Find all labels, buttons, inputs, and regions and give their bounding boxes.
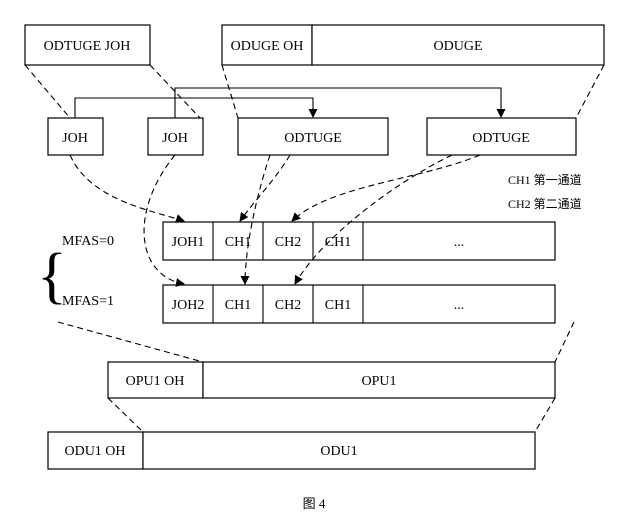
row0-cell: CH2 bbox=[275, 235, 301, 250]
joh-a-to-joh1-arrow bbox=[69, 154, 185, 223]
odtuge-b-to-ch2-row1-arrow bbox=[294, 154, 453, 285]
legend-ch1: CH1 第一通道 bbox=[508, 173, 582, 187]
joh-b-to-joh2-arrow bbox=[143, 154, 185, 287]
frame-row-1 bbox=[162, 284, 556, 324]
odu1-oh-label: ODU1 OH bbox=[64, 444, 125, 459]
joh-b-label: JOH bbox=[162, 131, 188, 146]
mfas0-label: MFAS=0 bbox=[62, 234, 114, 249]
odtuge-b-box bbox=[426, 117, 577, 156]
expand-line bbox=[107, 397, 144, 433]
opu1-box bbox=[202, 361, 556, 399]
row1-cell: JOH2 bbox=[172, 298, 205, 313]
expand-line bbox=[554, 321, 575, 363]
joh-a-to-odtuge-arrow bbox=[74, 97, 318, 118]
oduge-box bbox=[311, 24, 605, 66]
oduge-oh-label: ODUGE OH bbox=[231, 39, 304, 54]
odtuge-joh-box bbox=[24, 24, 151, 66]
figure-caption: 图 4 bbox=[303, 496, 326, 511]
expand-line bbox=[24, 64, 71, 119]
odtuge-b-to-ch2-arrow bbox=[291, 154, 481, 222]
expand-line bbox=[575, 64, 605, 119]
frame-row-0 bbox=[162, 221, 556, 261]
opu1-oh-label: OPU1 OH bbox=[126, 374, 185, 389]
opu1-label: OPU1 bbox=[361, 374, 396, 389]
odtuge-joh-label: ODTUGE JOH bbox=[44, 39, 131, 54]
row0-cell: CH1 bbox=[225, 235, 251, 250]
joh-b-to-odtuge-arrow bbox=[174, 87, 506, 118]
odu1-label: ODU1 bbox=[320, 444, 357, 459]
legend-ch2: CH2 第二通道 bbox=[508, 197, 582, 211]
row1-cell: CH1 bbox=[325, 298, 351, 313]
row0-cell: ... bbox=[454, 235, 465, 250]
oduge-oh-box bbox=[221, 24, 313, 66]
expand-line bbox=[221, 64, 239, 119]
odu1-oh-box bbox=[47, 431, 144, 470]
odtuge-a-box bbox=[237, 117, 389, 156]
row0-cell: JOH1 bbox=[172, 235, 205, 250]
odtuge-a-to-ch1-arrow bbox=[239, 154, 291, 222]
oduge-label: ODUGE bbox=[434, 39, 483, 54]
joh-a-label: JOH bbox=[62, 131, 88, 146]
mfas1-label: MFAS=1 bbox=[62, 294, 114, 309]
odtuge-a-label: ODTUGE bbox=[284, 131, 342, 146]
mfas-brace: { bbox=[37, 242, 67, 310]
odtuge-a-to-ch1-row1-arrow bbox=[240, 154, 271, 285]
row1-cell: CH2 bbox=[275, 298, 301, 313]
expand-line bbox=[57, 321, 204, 363]
row1-cell: ... bbox=[454, 298, 465, 313]
expand-line bbox=[534, 397, 556, 433]
expand-line bbox=[149, 64, 201, 119]
row1-cell: CH1 bbox=[225, 298, 251, 313]
odu1-box bbox=[142, 431, 536, 470]
odtuge-b-label: ODTUGE bbox=[472, 131, 530, 146]
row0-cell: CH1 bbox=[325, 235, 351, 250]
